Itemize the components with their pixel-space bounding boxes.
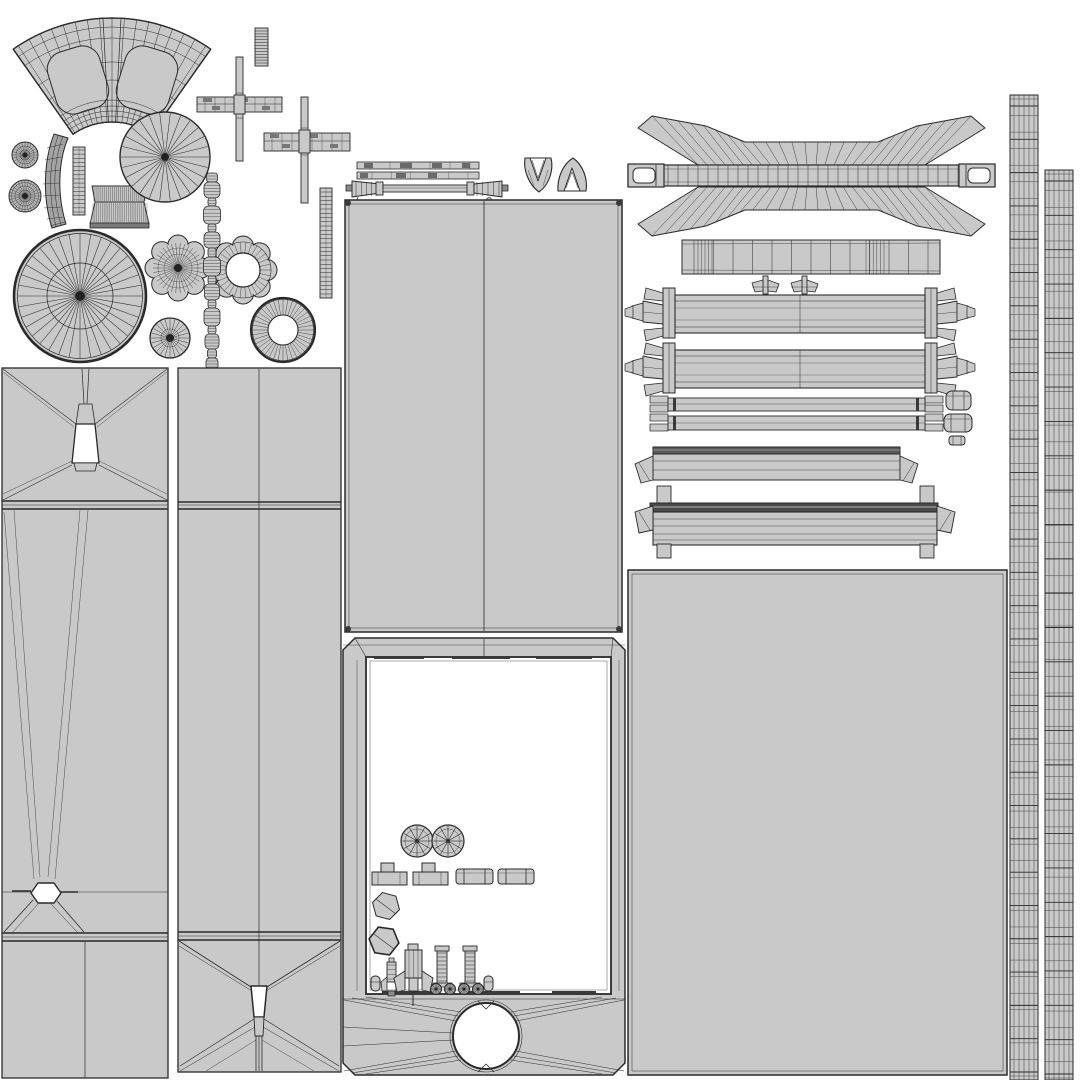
screw-post-2: [458, 945, 484, 995]
axle-housing-bar-1: [624, 287, 976, 342]
center-top-panel: [344, 199, 623, 633]
rib-strip-small-top: [254, 27, 269, 67]
plug-pin-1: [751, 275, 780, 295]
dense-disc-1: [11, 141, 39, 169]
spoke-wheel-2: [431, 824, 465, 858]
grid-strip-1: [1009, 94, 1039, 1080]
capsule-1: [370, 975, 381, 992]
track-bar: [634, 485, 956, 559]
t-tab-1: [371, 862, 408, 886]
right-big-panel: [627, 569, 1008, 1076]
knob-piece-2: [943, 413, 973, 433]
ladder-strip: [72, 146, 86, 216]
segmented-flat-strip: [681, 239, 941, 275]
radial-disc-top: [119, 111, 211, 203]
thin-bar-2: [649, 413, 944, 432]
bracket-1: [455, 868, 494, 885]
knob-piece-3: [948, 435, 966, 446]
hex-nut-1: [371, 891, 401, 921]
dense-disc-2: [8, 179, 42, 213]
rocket-large: [393, 943, 434, 1006]
axle-with-clamps: [345, 180, 509, 206]
rib-strip-side: [319, 187, 333, 299]
curved-strip-island: [42, 133, 69, 229]
donut-ring: [249, 296, 317, 364]
screen-frame-panel: [342, 637, 626, 1076]
cross-blade-2: [263, 96, 351, 204]
left-panel-b: [177, 367, 342, 1073]
brush-skirt-island: [89, 185, 150, 229]
rail-strip-1: [356, 161, 480, 170]
thin-bar-1: [649, 395, 944, 413]
capsule-2: [483, 975, 494, 992]
fan-shell-island: [12, 17, 212, 136]
v-clip-2: [557, 157, 587, 192]
rail-strip-2: [356, 171, 480, 180]
left-panel-a: [1, 367, 169, 1079]
grid-strip-2: [1044, 169, 1074, 1080]
gear-flower-disc: [144, 234, 212, 302]
sill-bar: [634, 446, 919, 484]
bead-spine-stack: [203, 172, 221, 371]
small-spoked-disc: [149, 317, 191, 359]
t-tab-2: [412, 862, 449, 886]
hex-nut-2: [368, 926, 400, 956]
big-spoked-disc: [12, 228, 148, 364]
bowtie-spring-island: [627, 115, 996, 237]
screw-post-1: [430, 945, 456, 995]
plug-pin-2: [790, 275, 819, 295]
cross-blade-1: [196, 56, 283, 162]
knob-piece-1: [945, 390, 972, 411]
bracket-2: [497, 868, 535, 885]
spoke-wheel-1: [400, 824, 434, 858]
axle-housing-bar-2: [624, 342, 976, 397]
v-clip-1: [524, 157, 553, 193]
